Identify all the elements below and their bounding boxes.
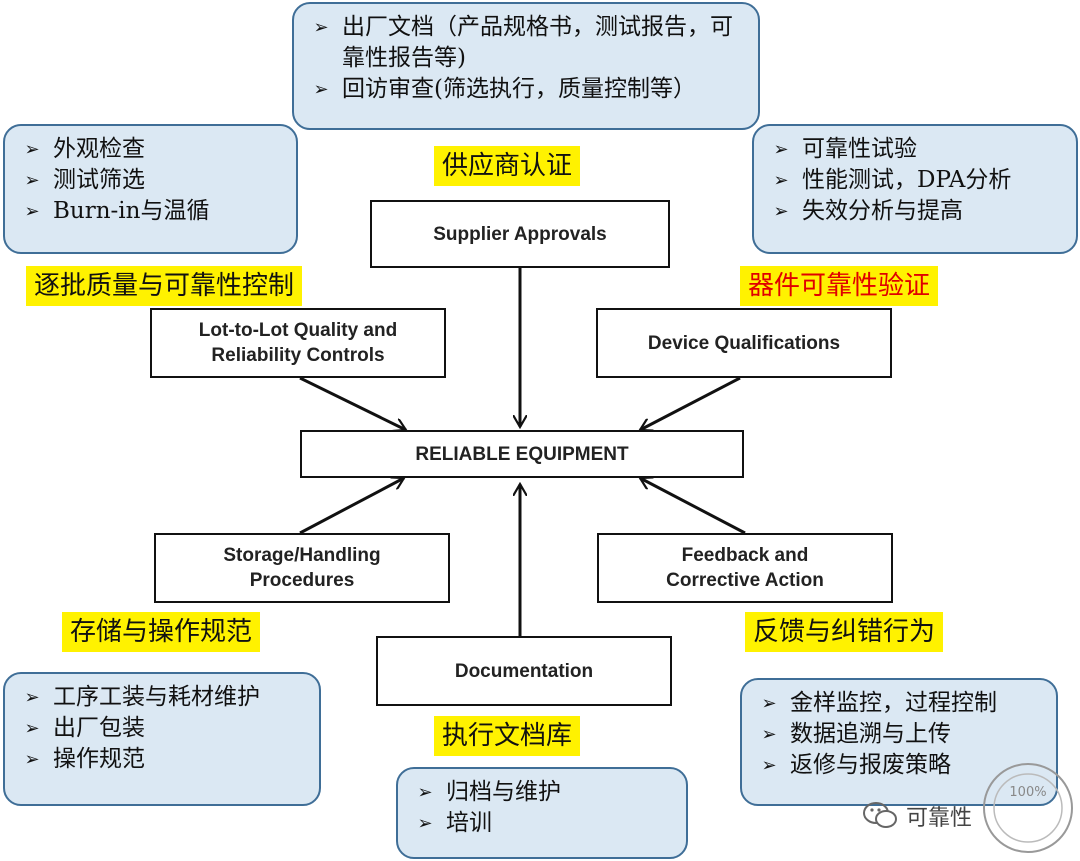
bullet-arrow-icon: ➢ — [761, 693, 777, 714]
note-item: ➢ 金样监控，过程控制 — [756, 688, 1042, 719]
process-lot-to-lot: Lot-to-Lot Quality and Reliability Contr… — [150, 308, 446, 378]
note-text: 性能测试，DPA分析 — [802, 167, 1012, 193]
process-device-qualifications: Device Qualifications — [596, 308, 892, 378]
process-label: Reliability Controls — [211, 345, 385, 366]
arrow-device — [640, 376, 741, 430]
note-text: 失效分析与提高 — [802, 198, 963, 224]
bullet-arrow-icon: ➢ — [417, 813, 433, 834]
process-documentation: Documentation — [376, 636, 672, 706]
note-item: ➢ 归档与维护 — [412, 777, 672, 808]
note-bottom-center-list: ➢ 归档与维护 ➢ 培训 — [412, 777, 672, 839]
note-item: ➢ 操作规范 — [19, 744, 305, 775]
note-top-list: ➢ 出厂文档（产品规格书，测试报告，可靠性报告等) ➢ 回访审查(筛选执行，质量控制等… — [308, 12, 744, 105]
note-item: ➢ 外观检查 — [19, 134, 282, 165]
seal-text: 100% — [1009, 785, 1046, 800]
note-item: ➢ 性能测试，DPA分析 — [768, 165, 1062, 196]
note-top: ➢ 出厂文档（产品规格书，测试报告，可靠性报告等) ➢ 回访审查(筛选执行，质量控制等… — [292, 2, 760, 130]
note-text: 工序工装与耗材维护 — [53, 684, 260, 710]
note-text: Burn-in与温循 — [53, 198, 210, 224]
bullet-arrow-icon: ➢ — [24, 687, 40, 708]
process-label: RELIABLE EQUIPMENT — [415, 443, 629, 465]
bullet-arrow-icon: ➢ — [773, 170, 789, 191]
process-supplier-approvals: Supplier Approvals — [370, 200, 670, 268]
note-bottom-center: ➢ 归档与维护 ➢ 培训 — [396, 767, 688, 859]
note-text: 操作规范 — [53, 746, 145, 772]
arrow-feedback — [640, 478, 746, 535]
note-text: 可靠性试验 — [802, 136, 917, 162]
tag-supplier: 供应商认证 — [434, 146, 581, 186]
note-top-right: ➢ 可靠性试验 ➢ 性能测试，DPA分析 ➢ 失效分析与提高 — [752, 124, 1078, 254]
note-text: 测试筛选 — [53, 167, 145, 193]
note-bottom-right: ➢ 金样监控，过程控制 ➢ 数据追溯与上传 ➢ 返修与报废策略 — [740, 678, 1058, 806]
process-label: Device Qualifications — [647, 332, 841, 354]
note-top-left: ➢ 外观检查 ➢ 测试筛选 ➢ Burn-in与温循 — [3, 124, 298, 254]
arrow-storage — [299, 478, 404, 535]
note-bottom-right-list: ➢ 金样监控，过程控制 ➢ 数据追溯与上传 ➢ 返修与报废策略 — [756, 688, 1042, 781]
note-text: 外观检查 — [53, 136, 145, 162]
bullet-arrow-icon: ➢ — [24, 139, 40, 160]
process-reliable-equipment: RELIABLE EQUIPMENT — [300, 430, 744, 478]
note-item: ➢ 出厂包装 — [19, 713, 305, 744]
bullet-arrow-icon: ➢ — [24, 718, 40, 739]
note-text: 数据追溯与上传 — [790, 721, 951, 747]
tag-documentation: 执行文档库 — [434, 716, 581, 756]
bullet-arrow-icon: ➢ — [313, 79, 329, 100]
note-text: 归档与维护 — [446, 779, 561, 805]
note-text: 培训 — [446, 810, 492, 836]
note-item: ➢ Burn-in与温循 — [19, 196, 282, 227]
process-label: Documentation — [454, 660, 594, 682]
bullet-arrow-icon: ➢ — [313, 17, 329, 38]
seal-stamp-icon: 100% — [983, 763, 1073, 853]
note-item: ➢ 失效分析与提高 — [768, 196, 1062, 227]
process-label: Corrective Action — [666, 570, 824, 591]
process-label: Supplier Approvals — [433, 223, 607, 245]
note-text: 返修与报废策略 — [790, 752, 951, 778]
tag-feedback: 反馈与纠错行为 — [745, 612, 944, 652]
note-item: ➢ 数据追溯与上传 — [756, 719, 1042, 750]
note-text: 出厂文档（产品规格书，测试报告，可靠性报告等) — [342, 14, 733, 71]
bullet-arrow-icon: ➢ — [24, 749, 40, 770]
tag-device: 器件可靠性验证 — [740, 266, 939, 306]
note-item: ➢ 测试筛选 — [19, 165, 282, 196]
note-bottom-left: ➢ 工序工装与耗材维护 ➢ 出厂包装 ➢ 操作规范 — [3, 672, 321, 806]
note-item: ➢ 回访审查(筛选执行，质量控制等） — [308, 74, 744, 105]
wechat-icon — [863, 802, 897, 828]
note-top-left-list: ➢ 外观检查 ➢ 测试筛选 ➢ Burn-in与温循 — [19, 134, 282, 227]
note-item: ➢ 可靠性试验 — [768, 134, 1062, 165]
process-label: Procedures — [249, 570, 355, 591]
process-feedback: Feedback and Corrective Action — [597, 533, 893, 603]
note-item: ➢ 培训 — [412, 808, 672, 839]
note-top-right-list: ➢ 可靠性试验 ➢ 性能测试，DPA分析 ➢ 失效分析与提高 — [768, 134, 1062, 227]
note-item: ➢ 工序工装与耗材维护 — [19, 682, 305, 713]
bullet-arrow-icon: ➢ — [24, 201, 40, 222]
bullet-arrow-icon: ➢ — [761, 724, 777, 745]
bullet-arrow-icon: ➢ — [24, 170, 40, 191]
tag-lot: 逐批质量与可靠性控制 — [26, 266, 303, 306]
note-text: 回访审查(筛选执行，质量控制等） — [342, 76, 696, 102]
process-storage-handling: Storage/Handling Procedures — [154, 533, 450, 603]
process-label: Lot-to-Lot Quality and — [198, 320, 398, 341]
note-bottom-left-list: ➢ 工序工装与耗材维护 ➢ 出厂包装 ➢ 操作规范 — [19, 682, 305, 775]
process-label: Feedback and — [681, 545, 809, 566]
process-label: Storage/Handling — [223, 545, 381, 566]
arrow-lot — [299, 376, 406, 430]
note-item: ➢ 出厂文档（产品规格书，测试报告，可靠性报告等) — [308, 12, 744, 74]
tag-storage: 存储与操作规范 — [62, 612, 261, 652]
bullet-arrow-icon: ➢ — [773, 139, 789, 160]
bullet-arrow-icon: ➢ — [761, 755, 777, 776]
bullet-arrow-icon: ➢ — [417, 782, 433, 803]
note-item: ➢ 返修与报废策略 — [756, 750, 1042, 781]
note-text: 金样监控，过程控制 — [790, 690, 997, 716]
watermark-text: 可靠性 — [906, 806, 973, 831]
bullet-arrow-icon: ➢ — [773, 201, 789, 222]
note-text: 出厂包装 — [53, 715, 145, 741]
